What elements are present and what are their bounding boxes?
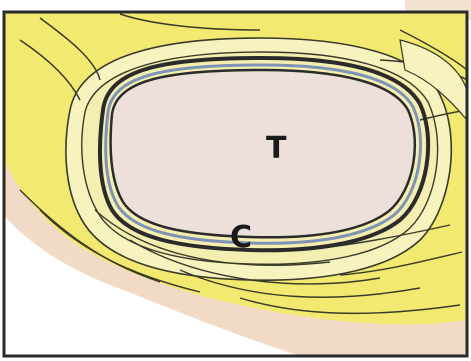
capsule-label: C bbox=[230, 220, 252, 255]
capsule-inner bbox=[111, 70, 415, 237]
tumor-label: T bbox=[266, 131, 287, 166]
frame-contents: T C bbox=[4, 12, 467, 356]
